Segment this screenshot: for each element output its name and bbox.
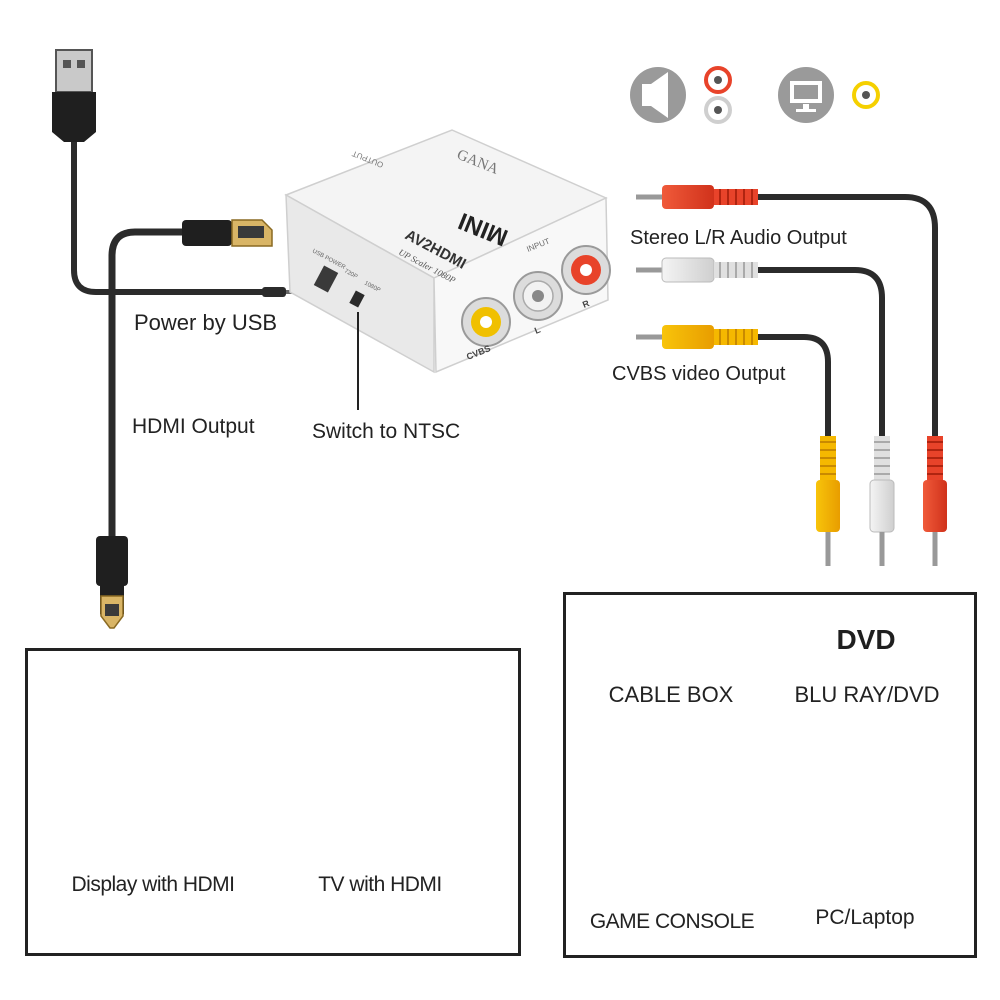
usb-cable: [71, 140, 300, 297]
device-label-switch-a: 720P: [343, 268, 358, 280]
caption-cable-box: CABLE BOX: [608, 682, 734, 707]
speaker-icon: [630, 67, 686, 123]
caption-display-with-hdmi: Display with HDMI: [71, 873, 235, 896]
usb-icon: [52, 49, 96, 142]
device-label-l: L: [533, 324, 542, 336]
dvd-badge: DVD: [836, 624, 896, 655]
caption-game-console: GAME CONSOLE: [589, 910, 755, 933]
monitor-icon: [778, 67, 834, 123]
source-devices-box: [563, 592, 977, 958]
white-plug-vertical: [869, 436, 895, 566]
red-white-rca-icon: [704, 66, 732, 124]
label-power-by-usb: Power by USB: [134, 310, 278, 335]
device-label-r: R: [581, 298, 591, 310]
cvbs-jack: [461, 297, 511, 347]
output-devices-box: [25, 648, 521, 956]
caption-pc-laptop: PC/Laptop: [815, 906, 915, 929]
label-stereo-audio: Stereo L/R Audio Output: [630, 227, 847, 249]
hdmi-plug-bottom: [96, 536, 128, 629]
av2hdmi-device: GANA OUTPUT MINI AV2HDMI UP Scaler 1080P…: [284, 129, 611, 374]
white-plug-horizontal: [636, 257, 758, 283]
hdmi-icon: [182, 219, 273, 247]
caption-tv-with-hdmi: TV with HDMI: [318, 873, 442, 896]
red-plug-horizontal: [636, 185, 758, 209]
yellow-plug-vertical: [816, 436, 840, 566]
label-switch-to-ntsc: Switch to NTSC: [312, 420, 461, 443]
audio-r-jack: [561, 245, 611, 295]
label-hdmi-output: HDMI Output: [132, 415, 255, 438]
audio-l-jack: [513, 271, 563, 321]
hdmi-cable: [108, 228, 190, 540]
rca-cables: [758, 194, 938, 440]
yellow-rca-icon: [852, 81, 880, 109]
caption-blu-ray-dvd: BLU RAY/DVD: [794, 682, 940, 707]
label-cvbs-video: CVBS video Output: [612, 363, 786, 385]
red-plug-vertical: [923, 436, 947, 566]
yellow-plug-horizontal: [636, 325, 758, 349]
